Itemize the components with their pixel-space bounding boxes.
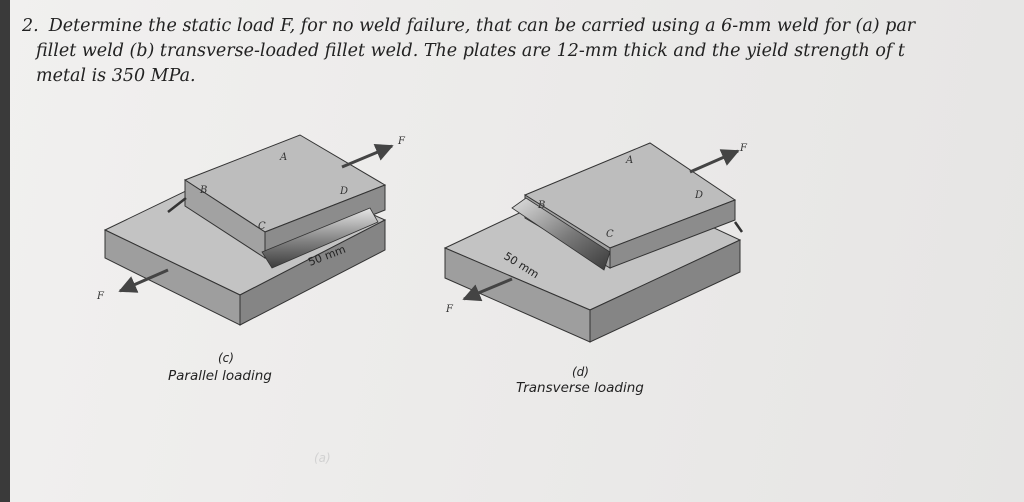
figure-d-transverse-loading: A B C D F F 50 mm (d) Transverse loading (443, 142, 748, 396)
problem-number: 2. (22, 16, 39, 36)
fig-d-force-arrow-top (689, 149, 740, 174)
fig-c-label-b: B (199, 185, 207, 196)
fig-d-force-label-bottom: F (445, 304, 454, 315)
problem-line-3: metal is 350 MPa. (36, 66, 196, 86)
problem-statement: 2. Determine the static load F, for no we… (22, 14, 1022, 89)
fig-d-label-d: D (694, 190, 703, 201)
figure-c-parallel-loading: A B C D F F 50 mm (c) Parallel loading (96, 134, 406, 384)
fig-d-top-plate-side-right (609, 199, 736, 269)
fig-c-label-d: D (339, 186, 348, 197)
fig-c-caption: Parallel loading (168, 368, 272, 384)
fig-d-label-c: C (606, 229, 614, 240)
fig-c-caption-letter: (c) (218, 351, 234, 365)
fig-d-bottom-plate-side-right (589, 239, 741, 343)
fig-d-force-label-top: F (739, 143, 748, 154)
fig-d-caption: Transverse loading (516, 380, 644, 396)
fig-d-caption-letter: (d) (572, 365, 589, 379)
fig-c-force-arrow-bottom (118, 268, 169, 293)
page-edge-shadow (0, 0, 10, 502)
fig-c-force-arrow-top (341, 143, 394, 169)
fig-c-force-label-bottom: F (96, 291, 105, 302)
fig-c-label-a: A (279, 152, 287, 163)
fig-d-weld-bead (511, 197, 611, 271)
fig-d-weld-right-edge (733, 221, 744, 233)
fig-d-label-b: B (537, 200, 545, 211)
problem-line-1: 2. Determine the static load F, for no we… (22, 14, 1022, 39)
fig-c-weld-back-edge (167, 197, 187, 213)
fig-d-force-arrow-bottom (462, 277, 513, 302)
fig-c-bottom-plate-side-right (239, 219, 386, 326)
problem-line-2: fillet weld (b) transverse-loaded fillet… (36, 41, 905, 61)
fig-c-label-c: C (258, 221, 266, 232)
fig-c-weld-bead (261, 207, 379, 269)
fig-d-label-a: A (625, 155, 633, 166)
faint-figure-label: (a) (314, 451, 331, 465)
problem-text-1: Determine the static load F, for no weld… (48, 16, 916, 36)
fig-c-force-label-top: F (397, 136, 406, 147)
